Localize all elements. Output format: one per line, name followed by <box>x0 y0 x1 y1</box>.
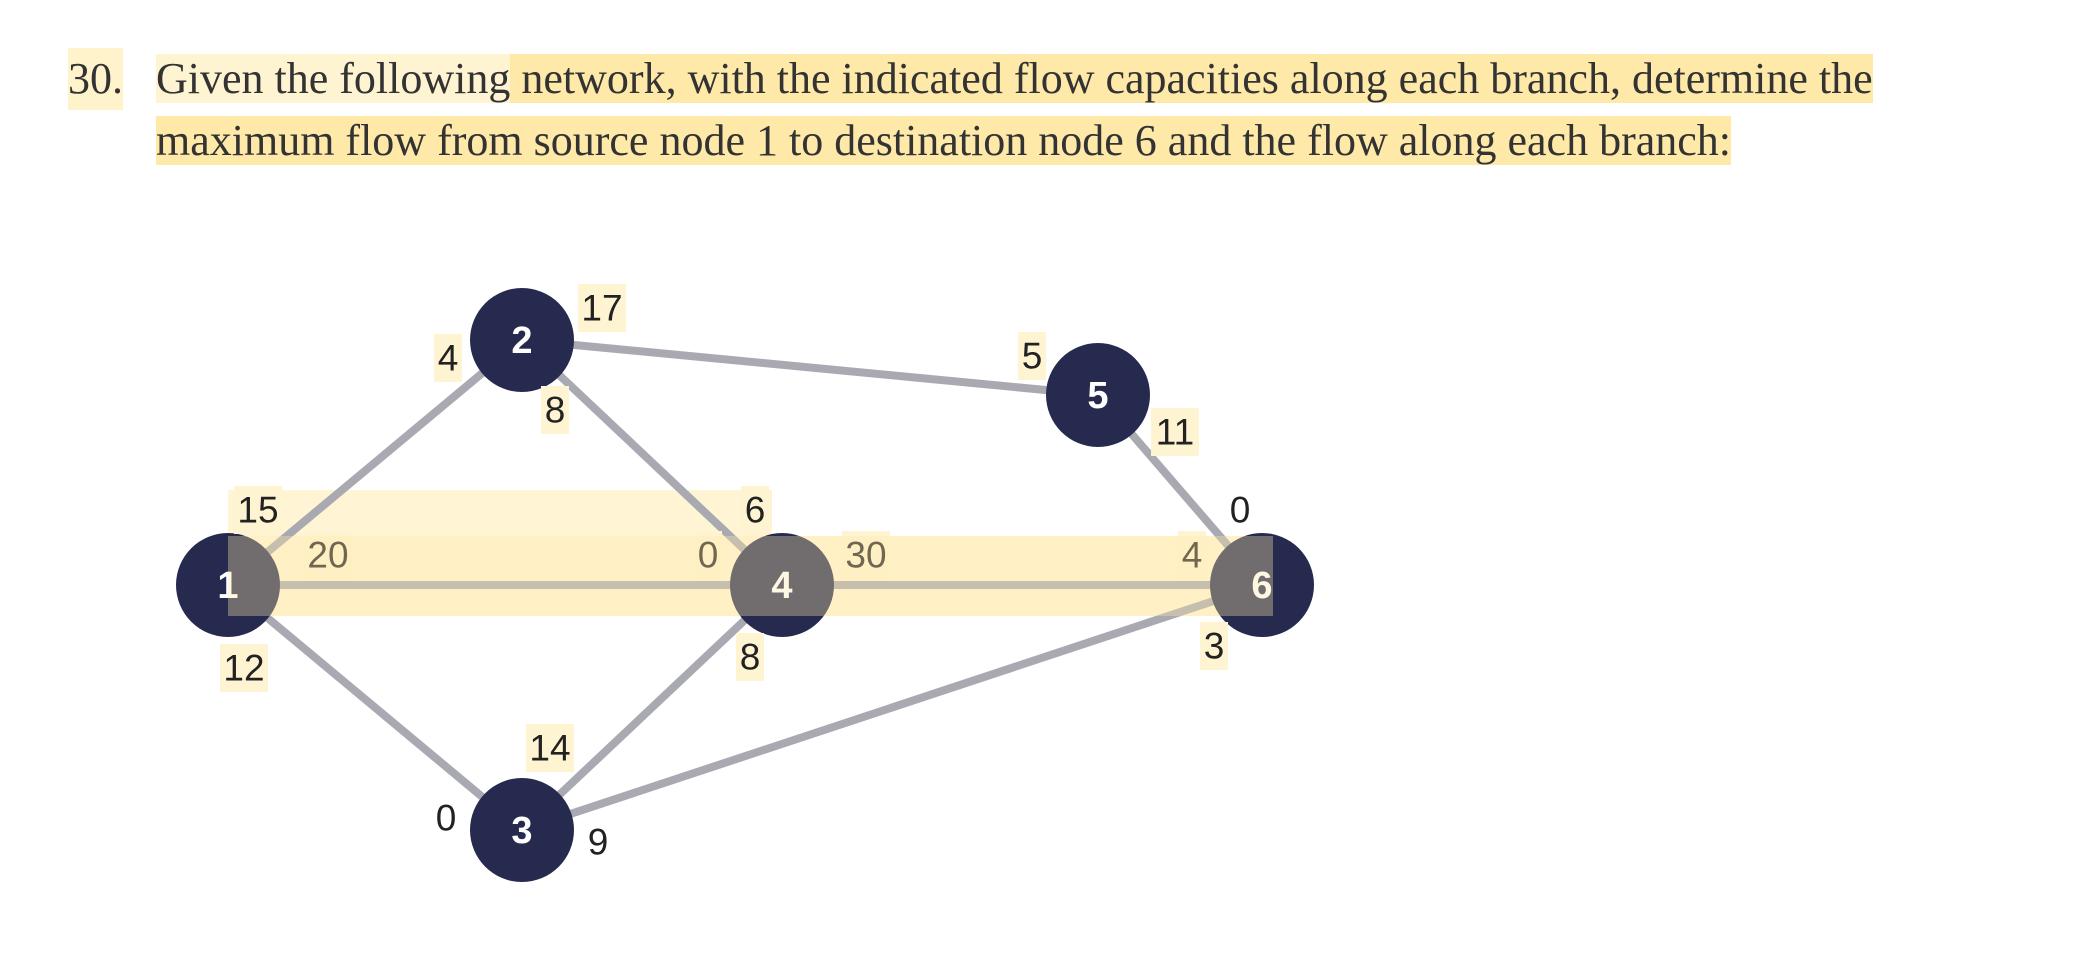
capacity-label-1-4-to: 0 <box>694 531 722 579</box>
capacity-value: 14 <box>529 728 570 769</box>
node-circle <box>730 533 834 637</box>
selection-tint <box>228 536 1273 616</box>
capacity-label-4-6-to: 4 <box>1178 531 1206 579</box>
node-label: 1 <box>217 565 238 607</box>
node-circle <box>176 533 280 637</box>
label-highlight <box>526 724 574 772</box>
capacity-value: 6 <box>745 490 766 531</box>
capacity-value: 0 <box>436 798 457 839</box>
capacity-label-2-4-to: 6 <box>741 486 769 534</box>
capacity-value: 30 <box>845 535 886 576</box>
branch-2-4 <box>519 337 785 588</box>
label-highlight <box>1018 332 1046 380</box>
node-label: 2 <box>511 320 532 362</box>
node-circle <box>470 288 574 392</box>
label-highlight <box>220 644 268 692</box>
capacity-value: 0 <box>698 535 719 576</box>
capacity-value: 5 <box>1022 336 1043 377</box>
node-label: 6 <box>1251 565 1272 607</box>
capacity-value: 17 <box>581 288 622 329</box>
branch-2-5 <box>521 336 1099 399</box>
node-3: 3 <box>470 778 574 882</box>
capacity-label-2-4-from: 8 <box>541 386 569 434</box>
capacity-value: 3 <box>1204 626 1225 667</box>
question-body: Given the following network, with the in… <box>156 48 2048 172</box>
node-4: 4 <box>730 533 834 637</box>
node-circle <box>470 778 574 882</box>
capacity-label-3-4-to: 8 <box>736 633 764 681</box>
capacity-label-5-6-to: 0 <box>1230 490 1251 531</box>
question-number: 30. <box>68 48 123 110</box>
label-highlight <box>234 486 282 534</box>
capacity-value: 0 <box>1230 490 1251 531</box>
label-highlight <box>434 334 462 382</box>
label-highlight <box>1178 531 1206 579</box>
node-circle <box>1046 343 1150 447</box>
node-circle <box>1210 533 1314 637</box>
capacity-value: 8 <box>740 637 761 678</box>
question-text-part-1: Given the following <box>156 54 511 103</box>
capacity-label-2-5-from: 17 <box>578 284 626 332</box>
label-highlight <box>1200 622 1228 670</box>
branch-1-3 <box>225 581 525 834</box>
node-6: 6 <box>1210 533 1314 637</box>
branch-3-6 <box>520 581 1264 834</box>
node-2: 2 <box>470 288 574 392</box>
capacity-label-4-6-from: 30 <box>842 531 890 579</box>
label-highlight <box>842 531 890 579</box>
node-label: 4 <box>771 565 792 607</box>
capacity-label-5-6-from: 11 <box>1151 408 1199 456</box>
branches <box>225 336 1266 834</box>
question-text: 30. Given the following network, with th… <box>68 48 2048 172</box>
capacity-label-1-2-to: 4 <box>434 334 462 382</box>
capacity-label-3-6-to: 3 <box>1200 622 1228 670</box>
capacity-value: 12 <box>223 648 264 689</box>
label-highlight <box>541 386 569 434</box>
node-5: 5 <box>1046 343 1150 447</box>
label-highlight <box>1151 408 1199 456</box>
capacity-value: 11 <box>1156 412 1194 453</box>
branch-3-4 <box>519 582 785 833</box>
capacity-label-2-5-to: 5 <box>1018 332 1046 380</box>
node-1: 1 <box>176 533 280 637</box>
capacity-value: 15 <box>237 490 278 531</box>
capacity-value: 20 <box>307 535 348 576</box>
node-label: 3 <box>511 810 532 852</box>
capacity-value: 8 <box>545 390 566 431</box>
label-highlight <box>578 284 626 332</box>
capacity-label-3-4-from: 14 <box>526 724 574 772</box>
capacity-value: 4 <box>1182 535 1203 576</box>
capacity-label-1-2-from: 15 <box>234 486 282 534</box>
label-highlight <box>741 486 769 534</box>
label-highlight <box>736 633 764 681</box>
capacity-label-1-4-from: 20 <box>304 531 352 579</box>
label-highlight <box>304 531 352 579</box>
capacity-label-3-6-from: 9 <box>588 822 609 863</box>
label-highlight <box>694 531 722 579</box>
capacity-label-1-3-from: 12 <box>220 644 268 692</box>
node-label: 5 <box>1087 375 1108 417</box>
capacity-value: 4 <box>438 338 459 379</box>
capacity-label-1-3-to: 0 <box>436 798 457 839</box>
branch-1-2 <box>225 336 525 589</box>
capacity-value: 9 <box>588 822 609 863</box>
